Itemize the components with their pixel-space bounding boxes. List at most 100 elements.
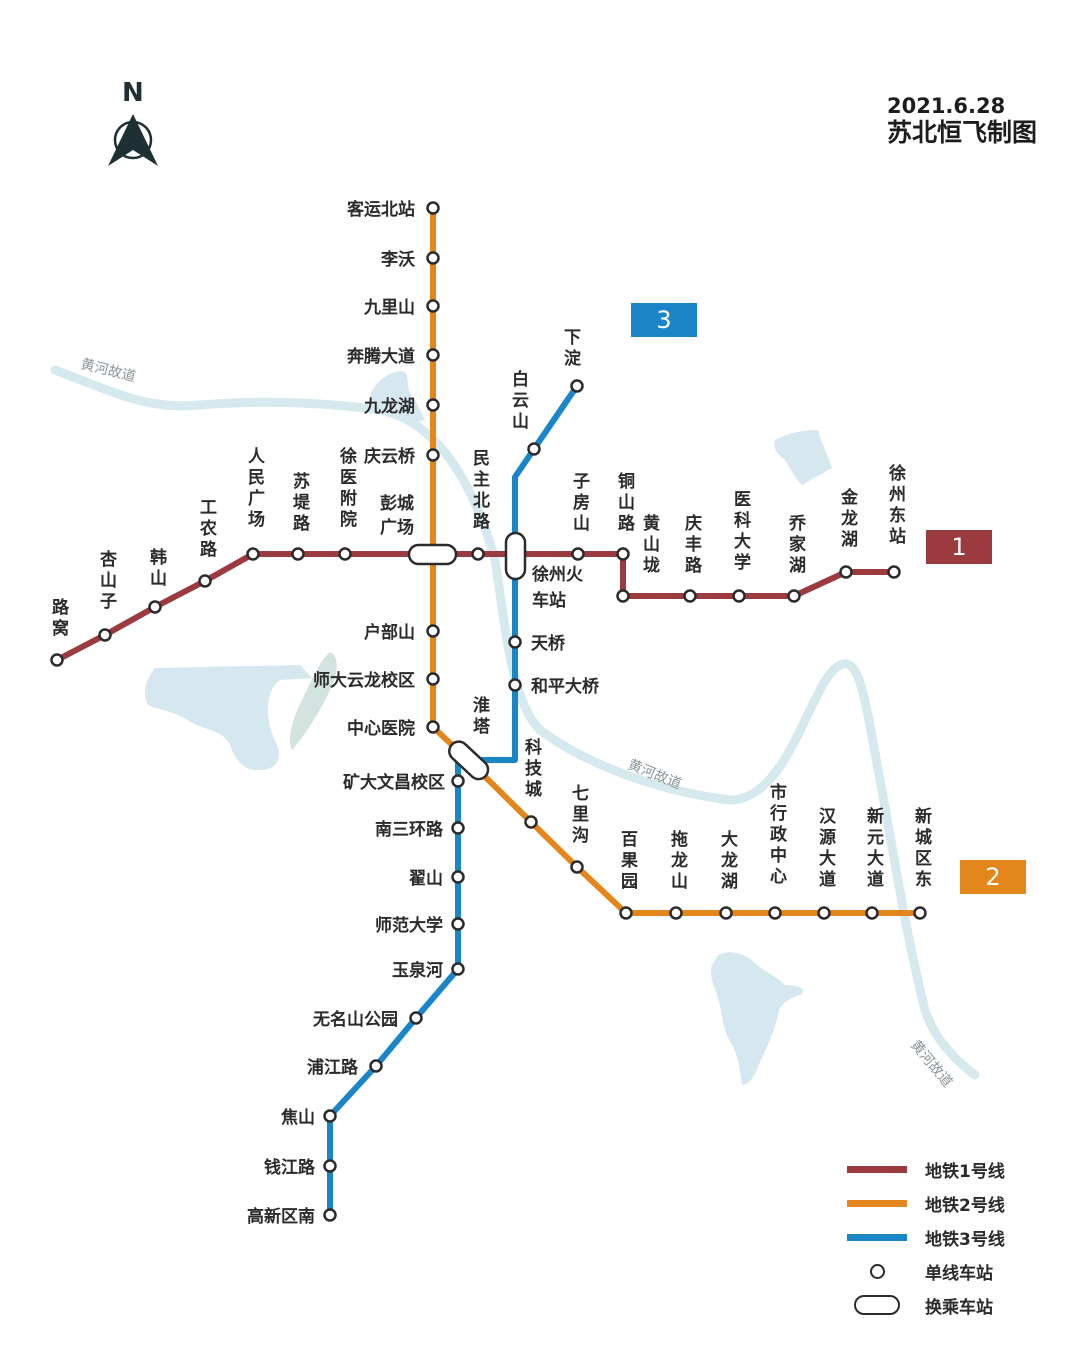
- label-tongshanlu: 铜山路: [614, 472, 634, 535]
- station-sudilu[interactable]: [291, 547, 305, 561]
- line-2-badge[interactable]: 2: [960, 860, 1026, 894]
- station-qiaojiahu[interactable]: [787, 589, 801, 603]
- station-benteng-dadao[interactable]: [426, 348, 440, 362]
- label-xingshanzi: 杏山子: [96, 550, 116, 613]
- station-qianjianglu[interactable]: [323, 1159, 337, 1173]
- station-zifangshan[interactable]: [571, 547, 585, 561]
- map-credit: 苏北恒飞制图: [886, 118, 1037, 147]
- station-gaoxinqu-nan[interactable]: [323, 1208, 337, 1222]
- label-xinyuan-dadao: 新元大道: [863, 807, 883, 891]
- yunlong-lake: [144, 665, 312, 771]
- line-3-badge[interactable]: 3: [631, 303, 697, 337]
- station-tongshanlu[interactable]: [616, 547, 630, 561]
- yunlong-park: [290, 652, 337, 750]
- label-luwo: 路窝: [48, 598, 68, 640]
- station-jinlonghu[interactable]: [839, 565, 853, 579]
- station-liwo[interactable]: [426, 251, 440, 265]
- label-hanyuan-dadao: 汉源大道: [815, 807, 835, 891]
- station-zhaishan[interactable]: [451, 870, 465, 884]
- north-label: N: [122, 78, 144, 108]
- line-1-badge[interactable]: 1: [926, 530, 992, 564]
- station-xingshanzi[interactable]: [98, 628, 112, 642]
- jinlong-lake: [774, 430, 832, 485]
- station-qiligou[interactable]: [570, 860, 584, 874]
- label-tuolongshan: 拖龙山: [667, 830, 687, 893]
- interchange-xuzhou-huochezhan[interactable]: [504, 531, 527, 581]
- station-qingyunqiao[interactable]: [426, 448, 440, 462]
- station-hanshan[interactable]: [148, 600, 162, 614]
- interchange-pengcheng-guangchang[interactable]: [407, 543, 458, 566]
- station-jiaoshan[interactable]: [323, 1109, 337, 1123]
- label-zhaishan: 翟山: [409, 869, 443, 889]
- legend-label: 单线车站: [925, 1263, 993, 1284]
- station-kejicheng[interactable]: [524, 815, 538, 829]
- label-heping-daqiao: 和平大桥: [531, 676, 600, 697]
- label-nansanhuanlu: 南三环路: [375, 819, 444, 840]
- station-xinyuan-dadao[interactable]: [865, 906, 879, 920]
- station-shida-yunlong[interactable]: [426, 672, 440, 686]
- interchange-huaita[interactable]: [445, 738, 492, 783]
- station-xinchengqu-dong[interactable]: [913, 906, 927, 920]
- label-jinlonghu: 金龙湖: [837, 488, 857, 551]
- station-yike-daxue[interactable]: [732, 589, 746, 603]
- station-xiadian[interactable]: [570, 379, 584, 393]
- station-hubushan[interactable]: [426, 624, 440, 638]
- label-minzhu-beilu: 民主北路: [469, 449, 489, 533]
- label-keyun-beizhan: 客运北站: [346, 199, 415, 220]
- label-kuangda-wenchang: 矿大文昌校区: [343, 772, 445, 793]
- station-xuyi-fuyuan[interactable]: [338, 547, 352, 561]
- station-tianqiao[interactable]: [508, 635, 522, 649]
- station-xuzhou-dongzhan[interactable]: [887, 565, 901, 579]
- label-baiyunshan: 白云山: [508, 370, 528, 433]
- legend-item-station: 单线车站: [845, 1254, 1045, 1288]
- station-renmin-guangchang[interactable]: [246, 547, 260, 561]
- label-gaoxinqu-nan: 高新区南: [247, 1206, 315, 1227]
- station-minzhu-beilu[interactable]: [471, 547, 485, 561]
- station-nansanhuanlu[interactable]: [451, 821, 465, 835]
- label-xuyi-fuyuan: 徐医附院: [336, 447, 356, 531]
- label-wumingshan-gongyuan: 无名山公园: [312, 1009, 398, 1030]
- station-wumingshan-gongyuan[interactable]: [409, 1011, 423, 1025]
- label-qingfenglu: 庆丰路: [681, 514, 701, 577]
- station-huangshanlong[interactable]: [616, 589, 630, 603]
- label-qianjianglu: 钱江路: [264, 1157, 316, 1178]
- label-qiligou: 七里沟: [568, 784, 588, 847]
- label-jiulishan: 九里山: [363, 298, 415, 318]
- label-zhongxin-yiyuan: 中心医院: [347, 718, 415, 739]
- line-1-track[interactable]: [55, 551, 894, 663]
- legend-label: 地铁1号线: [925, 1161, 1005, 1182]
- station-keyun-beizhan[interactable]: [426, 201, 440, 215]
- label-dalonghu: 大龙湖: [717, 830, 737, 893]
- station-baiguoyuan[interactable]: [619, 906, 633, 920]
- station-jiulishan[interactable]: [426, 299, 440, 313]
- station-gongnonglu[interactable]: [198, 574, 212, 588]
- station-pujianglu[interactable]: [369, 1059, 383, 1073]
- legend: 地铁1号线 地铁2号线 地铁3号线 单线车站 换乘车站: [845, 1152, 1045, 1322]
- line3-swatch-icon: [847, 1233, 907, 1241]
- label-pujianglu: 浦江路: [307, 1057, 359, 1078]
- vertical-labels: 路窝 杏山子 韩山 工农路 人民广场 苏堤路 徐医附院 彭城广场 民主北路 徐州…: [48, 328, 931, 893]
- station-dalonghu[interactable]: [719, 906, 733, 920]
- station-circle-icon: [869, 1263, 885, 1279]
- label-xuzhou-dongzhan: 徐州东站: [885, 464, 905, 548]
- station-luwo[interactable]: [50, 653, 64, 667]
- station-jiulonghu[interactable]: [426, 398, 440, 412]
- north-compass: N: [104, 78, 164, 173]
- station-tuolongshan[interactable]: [669, 906, 683, 920]
- legend-item-line2: 地铁2号线: [845, 1186, 1045, 1220]
- label-qiaojiahu: 乔家湖: [785, 514, 805, 577]
- label-qingyunqiao: 庆云桥: [364, 446, 416, 467]
- station-zhongxin-yiyuan[interactable]: [426, 720, 440, 734]
- station-yuquanhe[interactable]: [451, 962, 465, 976]
- station-shi-xingzheng-zhongxin[interactable]: [768, 906, 782, 920]
- station-shifan-daxue[interactable]: [451, 917, 465, 931]
- station-kuangda-wenchang[interactable]: [451, 774, 465, 788]
- station-qingfenglu[interactable]: [683, 589, 697, 603]
- station-heping-daqiao[interactable]: [508, 678, 522, 692]
- station-hanyuan-dadao[interactable]: [817, 906, 831, 920]
- legend-label: 地铁3号线: [925, 1229, 1005, 1250]
- station-baiyunshan[interactable]: [527, 442, 541, 456]
- line-3-track[interactable]: [327, 384, 580, 1215]
- label-shida-yunlong: 师大云龙校区: [313, 670, 415, 691]
